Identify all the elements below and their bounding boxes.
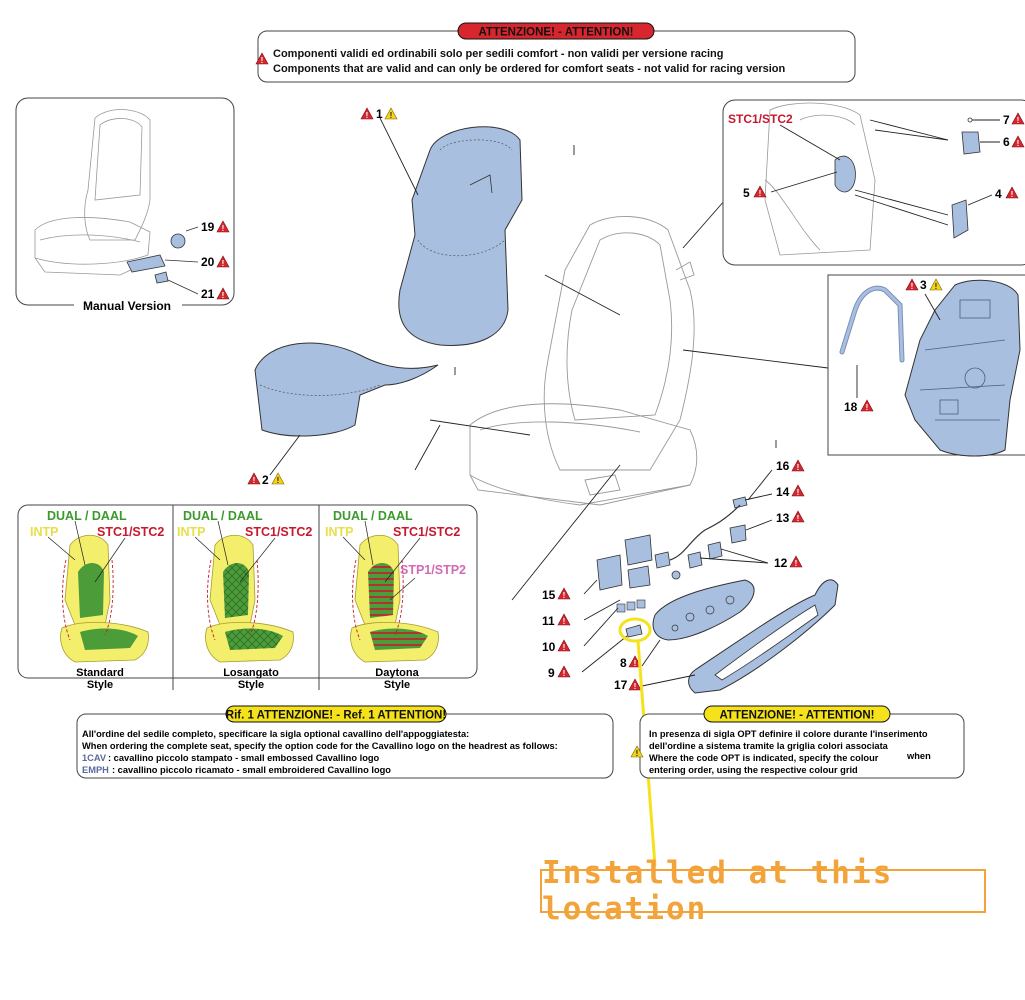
top-notice-title-bg xyxy=(457,22,655,40)
opt-notice-line2: dell'ordine a sistema tramite la griglia… xyxy=(649,741,889,751)
style-3-stc: STC1/STC2 xyxy=(393,525,460,539)
part-16-connector xyxy=(732,496,748,509)
ref-notice-code1: 1CAV xyxy=(82,753,107,763)
style-3-name-1: Daytona xyxy=(375,667,419,679)
part-8-panel xyxy=(652,579,755,641)
installed-location-text: Installed at this location xyxy=(542,855,894,927)
style-seat-losangato xyxy=(205,534,294,663)
callout-19: 19 xyxy=(201,220,215,234)
callout-12: 12 xyxy=(774,556,788,570)
ref-notice-title-bg xyxy=(225,705,447,723)
opt-notice-title-bg xyxy=(703,705,891,723)
part-18-headrest-rod xyxy=(839,285,905,363)
style-2-dual: DUAL / DAAL xyxy=(183,509,263,523)
detail-inset xyxy=(722,99,1025,266)
opt-notice-line1: In presenza di sigla OPT definire il col… xyxy=(649,729,928,739)
ref-notice-line4: : cavallino piccolo ricamato - small emb… xyxy=(112,765,391,775)
callout-4: 4 xyxy=(995,187,1002,201)
ref-notice-title: Rif. 1 ATTENZIONE! - Ref. 1 ATTENTION! xyxy=(226,710,446,722)
callout-10: 10 xyxy=(542,640,556,654)
opt-notice-line3b: when xyxy=(906,751,931,761)
part-14-harness xyxy=(669,504,741,561)
detail-seat-sketch xyxy=(764,102,876,256)
style-2-intp: INTP xyxy=(177,525,205,539)
style-seat-standard xyxy=(60,534,149,663)
style-3-dual: DUAL / DAAL xyxy=(333,509,413,523)
top-notice-title: ATTENZIONE! - ATTENTION! xyxy=(478,27,633,39)
style-1-dual: DUAL / DAAL xyxy=(47,509,127,523)
callout-5: 5 xyxy=(743,186,750,200)
part-17-trim xyxy=(688,579,839,694)
style-3-intp: INTP xyxy=(325,525,353,539)
style-1-stc: STC1/STC2 xyxy=(97,525,164,539)
part-1-backrest xyxy=(398,126,523,346)
main-seat-outline xyxy=(469,216,698,506)
frame-inset-bracket xyxy=(827,274,1025,456)
part-9-clip xyxy=(625,624,643,638)
style-1-intp: INTP xyxy=(30,525,58,539)
detail-code-label: STC1/STC2 xyxy=(728,112,793,126)
style-seat-daytona xyxy=(350,534,439,663)
manual-part-20 xyxy=(126,254,166,273)
callout-21: 21 xyxy=(201,287,215,301)
detail-part-5 xyxy=(834,155,856,193)
ref-notice-line1: All'ordine del sedile completo, specific… xyxy=(82,729,469,739)
part-13-connector xyxy=(729,524,747,544)
ref-notice-code2: EMPH xyxy=(82,765,109,775)
callout-1: 1 xyxy=(376,107,383,121)
manual-version-label: Manual Version xyxy=(83,299,171,313)
callout-9: 9 xyxy=(548,666,555,680)
part-12-connectors xyxy=(671,541,723,580)
detail-part-6 xyxy=(961,131,981,155)
style-1-name-1: Standard xyxy=(76,667,124,679)
manual-part-19 xyxy=(170,233,186,249)
callout-2: 2 xyxy=(262,473,269,487)
ref-notice-line3: : cavallino piccolo stampato - small emb… xyxy=(108,753,380,763)
callout-3: 3 xyxy=(920,278,927,292)
part-10-11-clips xyxy=(616,599,646,613)
callout-13: 13 xyxy=(776,511,790,525)
installed-location-label: Installed at this location xyxy=(540,855,986,927)
style-2-name-2: Style xyxy=(238,679,264,691)
ref-notice-line2: When ordering the complete seat, specify… xyxy=(82,741,558,751)
detail-part-4 xyxy=(951,199,969,239)
opt-notice-line3a: Where the code OPT is indicated, specify… xyxy=(649,753,879,763)
callout-11: 11 xyxy=(542,614,555,628)
top-notice-line-it: Componenti validi ed ordinabili solo per… xyxy=(273,48,723,60)
part-2-cushion xyxy=(254,342,439,437)
callout-17: 17 xyxy=(614,678,628,692)
part-3-backrest-frame xyxy=(904,279,1021,457)
callout-8: 8 xyxy=(620,656,627,670)
callout-18: 18 xyxy=(844,400,858,414)
callout-6: 6 xyxy=(1003,135,1010,149)
callout-15: 15 xyxy=(542,588,556,602)
manual-part-21 xyxy=(154,271,169,284)
callout-7: 7 xyxy=(1003,113,1010,127)
top-notice-line-en: Components that are valid and can only b… xyxy=(273,63,785,75)
style-2-stc: STC1/STC2 xyxy=(245,525,312,539)
style-1-name-2: Style xyxy=(87,679,113,691)
callout-16: 16 xyxy=(776,459,790,473)
part-motors xyxy=(624,534,671,589)
callout-14: 14 xyxy=(776,485,790,499)
opt-notice-title: ATTENZIONE! - ATTENTION! xyxy=(719,710,874,722)
style-2-name-1: Losangato xyxy=(223,667,279,679)
main-leader-lines xyxy=(414,145,829,601)
manual-version-inset xyxy=(15,97,235,306)
part-15-switch xyxy=(596,554,623,591)
detail-part-7 xyxy=(967,117,973,123)
style-3-stp: STP1/STP2 xyxy=(400,563,466,577)
opt-notice-line4: entering order, using the respective col… xyxy=(649,765,858,775)
style-3-name-2: Style xyxy=(384,679,410,691)
highlight-circle xyxy=(618,617,652,643)
callout-20: 20 xyxy=(201,255,215,269)
